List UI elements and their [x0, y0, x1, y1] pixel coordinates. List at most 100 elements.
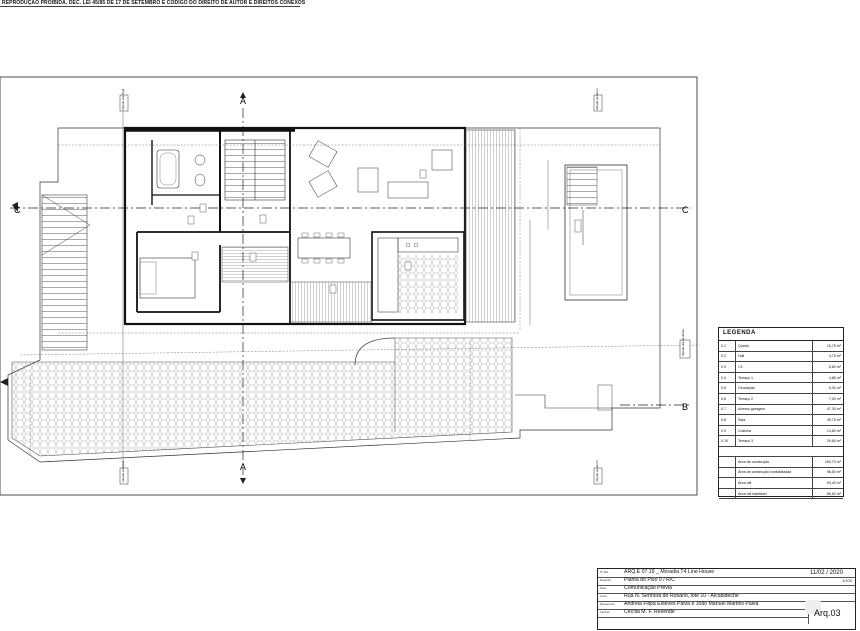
title-block-row-ref: Nº Ref. ARQ.E 07.19 _ Moradia T4 Line Ho… [598, 569, 855, 578]
legend-room-name: Quarto [735, 341, 813, 352]
title-block-label: Requerente [600, 602, 615, 606]
legend-room-name: Sala [735, 414, 813, 426]
legend-title: LEGENDA [719, 328, 843, 341]
legend-room-area: 5,60 m² [812, 361, 843, 373]
copyright-notice: REPRODUÇÃO PROIBIDA, DEC. LEI 45/85 DE 1… [2, 0, 306, 6]
legend-area-swatch [719, 467, 736, 479]
legend-room-name: Cozinha [735, 425, 813, 437]
legend-code: 0.7 [719, 404, 736, 416]
title-block-row-location: Local Rua N. Senhora do Rosário, lote 10… [598, 593, 855, 602]
legend-code: 0.1 [719, 341, 736, 352]
sheet-frame [0, 76, 698, 496]
title-block-row-client: Requerente Andreia Filipa Esteves Paiva … [598, 601, 808, 610]
legend-area-value: 169,70 m² [812, 456, 843, 468]
legend-room-name: Terraço 1 [735, 372, 813, 384]
legend-code: 0.9 [719, 425, 736, 437]
legend-code: 0.3 [719, 361, 736, 373]
facade-label-main-top: Alçado principal [121, 88, 125, 110]
title-block-row-phase: Fase Comunicação Prévia [598, 585, 855, 594]
legend-code: 0.6 [719, 393, 736, 405]
legend-code: 0.5 [719, 382, 736, 394]
drawing-date: 11/02 / 2020 [810, 570, 843, 576]
legend-room-area: 15,75 m² [812, 341, 843, 352]
legend-room-area: 13,60 m² [812, 425, 843, 437]
legend-area-name: Área de construção contabilizada [735, 467, 813, 479]
title-block-row-technician: Técnico Cecília M. F. Resende [598, 609, 808, 618]
project-phase: Comunicação Prévia [624, 585, 672, 591]
title-block-label: Nº Ref. [600, 570, 609, 574]
kitchen [371, 231, 465, 321]
legend-room-area: 29,65 m² [812, 435, 843, 447]
facade-label-main-bottom: Alçado principal [121, 460, 125, 482]
legend-room-area: 47,30 m² [812, 404, 843, 416]
section-c-right: C [682, 205, 689, 215]
legend-area-swatch [719, 456, 736, 468]
facade-label-side: Alçado lateral direito [681, 328, 685, 356]
legend-room-area: 39,75 m² [812, 414, 843, 426]
title-block-row-drawing: Desenho Planta do Piso 0 / R/C 1/100 [598, 577, 855, 586]
legend-area-swatch [719, 488, 736, 500]
legend-room-area: 4,75 m² [812, 351, 843, 363]
facade-label-rear-top: Alçado posterior [595, 88, 599, 110]
lot-boundary [7, 127, 661, 463]
section-a-bottom: A [240, 462, 246, 472]
entrance-stairs [41, 194, 88, 351]
legend-room-name: Circulação [735, 382, 813, 394]
sheet-number: Arq.03 [814, 608, 841, 618]
legend-area-value: 98,50 m² [812, 467, 843, 479]
legend-gap [719, 447, 843, 457]
legend-room-name: Hall [735, 351, 813, 363]
drawing-scale: 1/100 [841, 578, 852, 583]
legend-room-area: 7,00 m² [812, 393, 843, 405]
section-a-top: A [240, 96, 246, 106]
project-location: Rua N. Senhora do Rosário, lote 10 - Alc… [624, 593, 739, 599]
title-block-label: Técnico [600, 610, 610, 614]
legend-room-name: I.S. [735, 361, 813, 373]
legend-area-name: Área útil habitável [735, 488, 813, 500]
legend-code: 0.2 [719, 351, 736, 363]
legend-code: 0.8 [719, 414, 736, 426]
title-block-label: Local [600, 594, 607, 598]
bed [139, 257, 196, 299]
section-b-mark: B [682, 402, 688, 412]
title-block-label: Desenho [600, 578, 612, 582]
legend-area-swatch [719, 477, 736, 489]
dining-table [297, 237, 351, 259]
notice-rule [0, 6, 300, 7]
terrace-3 [464, 129, 516, 323]
legend-area-value: 94,40 m² [812, 477, 843, 489]
project-client: Andreia Filipa Esteves Paiva e João Manu… [624, 601, 759, 607]
title-block: Nº Ref. ARQ.E 07.19 _ Moradia T4 Line Ho… [597, 568, 856, 630]
project-technician: Cecília M. F. Resende [624, 609, 675, 615]
drawing-name: Planta do Piso 0 / R/C [624, 577, 676, 583]
section-c-left: C [14, 205, 21, 215]
sheet-number-box: Arq.03 [805, 600, 853, 624]
project-reference: ARQ.E 07.19 _ Moradia T4 Line House [624, 569, 715, 575]
legend-area-name: Área útil [735, 477, 813, 489]
legend-area-name: Área de construção [735, 456, 813, 468]
legend-room-area: 4,85 m² [812, 372, 843, 384]
legend-code: 0.10 [719, 435, 736, 447]
pool [564, 164, 628, 301]
paved-garage-access [11, 337, 513, 457]
legend-room-area: 5,30 m² [812, 382, 843, 394]
legend-area-value: 85,50 m² [812, 488, 843, 500]
badge-icon [805, 600, 821, 614]
